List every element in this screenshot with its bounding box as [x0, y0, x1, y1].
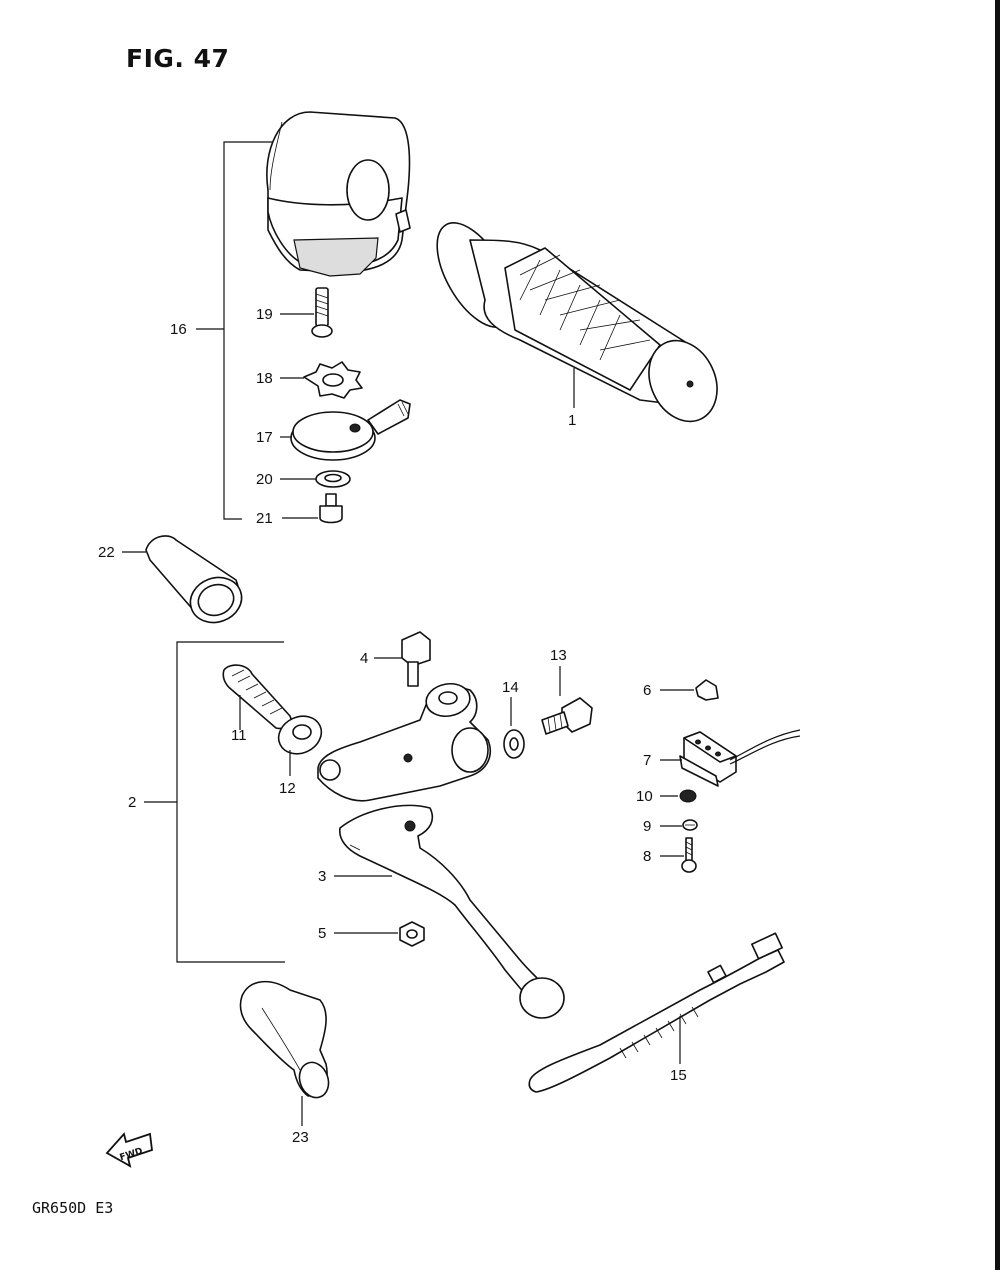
washer-icon	[679, 789, 697, 803]
clip-icon	[695, 679, 719, 701]
callout-15: 15	[670, 1067, 687, 1084]
callout-23: 23	[292, 1129, 309, 1146]
callout-5: 5	[318, 925, 326, 942]
callout-21: 21	[256, 510, 273, 527]
lever-cover-icon	[239, 980, 330, 1099]
callout-2: 2	[128, 794, 136, 811]
callout-3: 3	[318, 868, 326, 885]
star-washer-icon	[303, 361, 363, 399]
callout-20: 20	[256, 471, 273, 488]
callout-8: 8	[643, 848, 651, 865]
screw-icon	[319, 493, 343, 524]
bracket-2	[144, 641, 285, 963]
clutch-lever-icon	[338, 804, 565, 1019]
bracket-16	[196, 141, 282, 520]
callout-10: 10	[636, 788, 653, 805]
washer-icon	[503, 729, 525, 759]
callout-19: 19	[256, 306, 273, 323]
model-code: GR650D E3	[32, 1199, 114, 1217]
callout-18: 18	[256, 370, 273, 387]
callout-13: 13	[550, 647, 567, 664]
callout-11: 11	[231, 727, 247, 744]
callout-14: 14	[502, 679, 519, 696]
callout-22: 22	[98, 544, 115, 561]
callout-12: 12	[279, 780, 296, 797]
callout-6: 6	[643, 682, 651, 699]
switch-wire-icon	[679, 729, 801, 787]
bolt-icon	[541, 697, 593, 735]
screw-icon	[681, 837, 697, 873]
cable-tie-icon	[528, 932, 785, 1093]
callout-labels: 1 2 3 4 5 6 7 8 9 10 11 12 13 14 15 16 1…	[98, 306, 687, 1146]
lock-nut-icon	[277, 715, 323, 755]
screw-icon	[311, 287, 333, 338]
boot-icon	[145, 535, 243, 624]
fwd-arrow-icon: FWD	[105, 1132, 153, 1168]
adjuster-bolt-icon	[222, 664, 292, 730]
handlebar-grip-icon	[436, 222, 718, 423]
callout-7: 7	[643, 752, 651, 769]
figure-title: FIG. 47	[126, 44, 230, 73]
washer-icon	[315, 470, 351, 488]
nut-icon	[399, 921, 425, 947]
handlebar-switch-icon	[266, 111, 411, 277]
page-edge-bar	[995, 0, 1000, 1270]
switch-lever-icon	[290, 399, 411, 461]
washer-icon	[682, 819, 698, 831]
callout-17: 17	[256, 429, 273, 446]
pivot-bolt-icon	[401, 631, 431, 687]
callout-16: 16	[170, 321, 187, 338]
callout-4: 4	[360, 650, 368, 667]
callout-9: 9	[643, 818, 651, 835]
callout-1: 1	[568, 412, 576, 429]
lever-bracket-assembly-icon	[317, 682, 492, 802]
